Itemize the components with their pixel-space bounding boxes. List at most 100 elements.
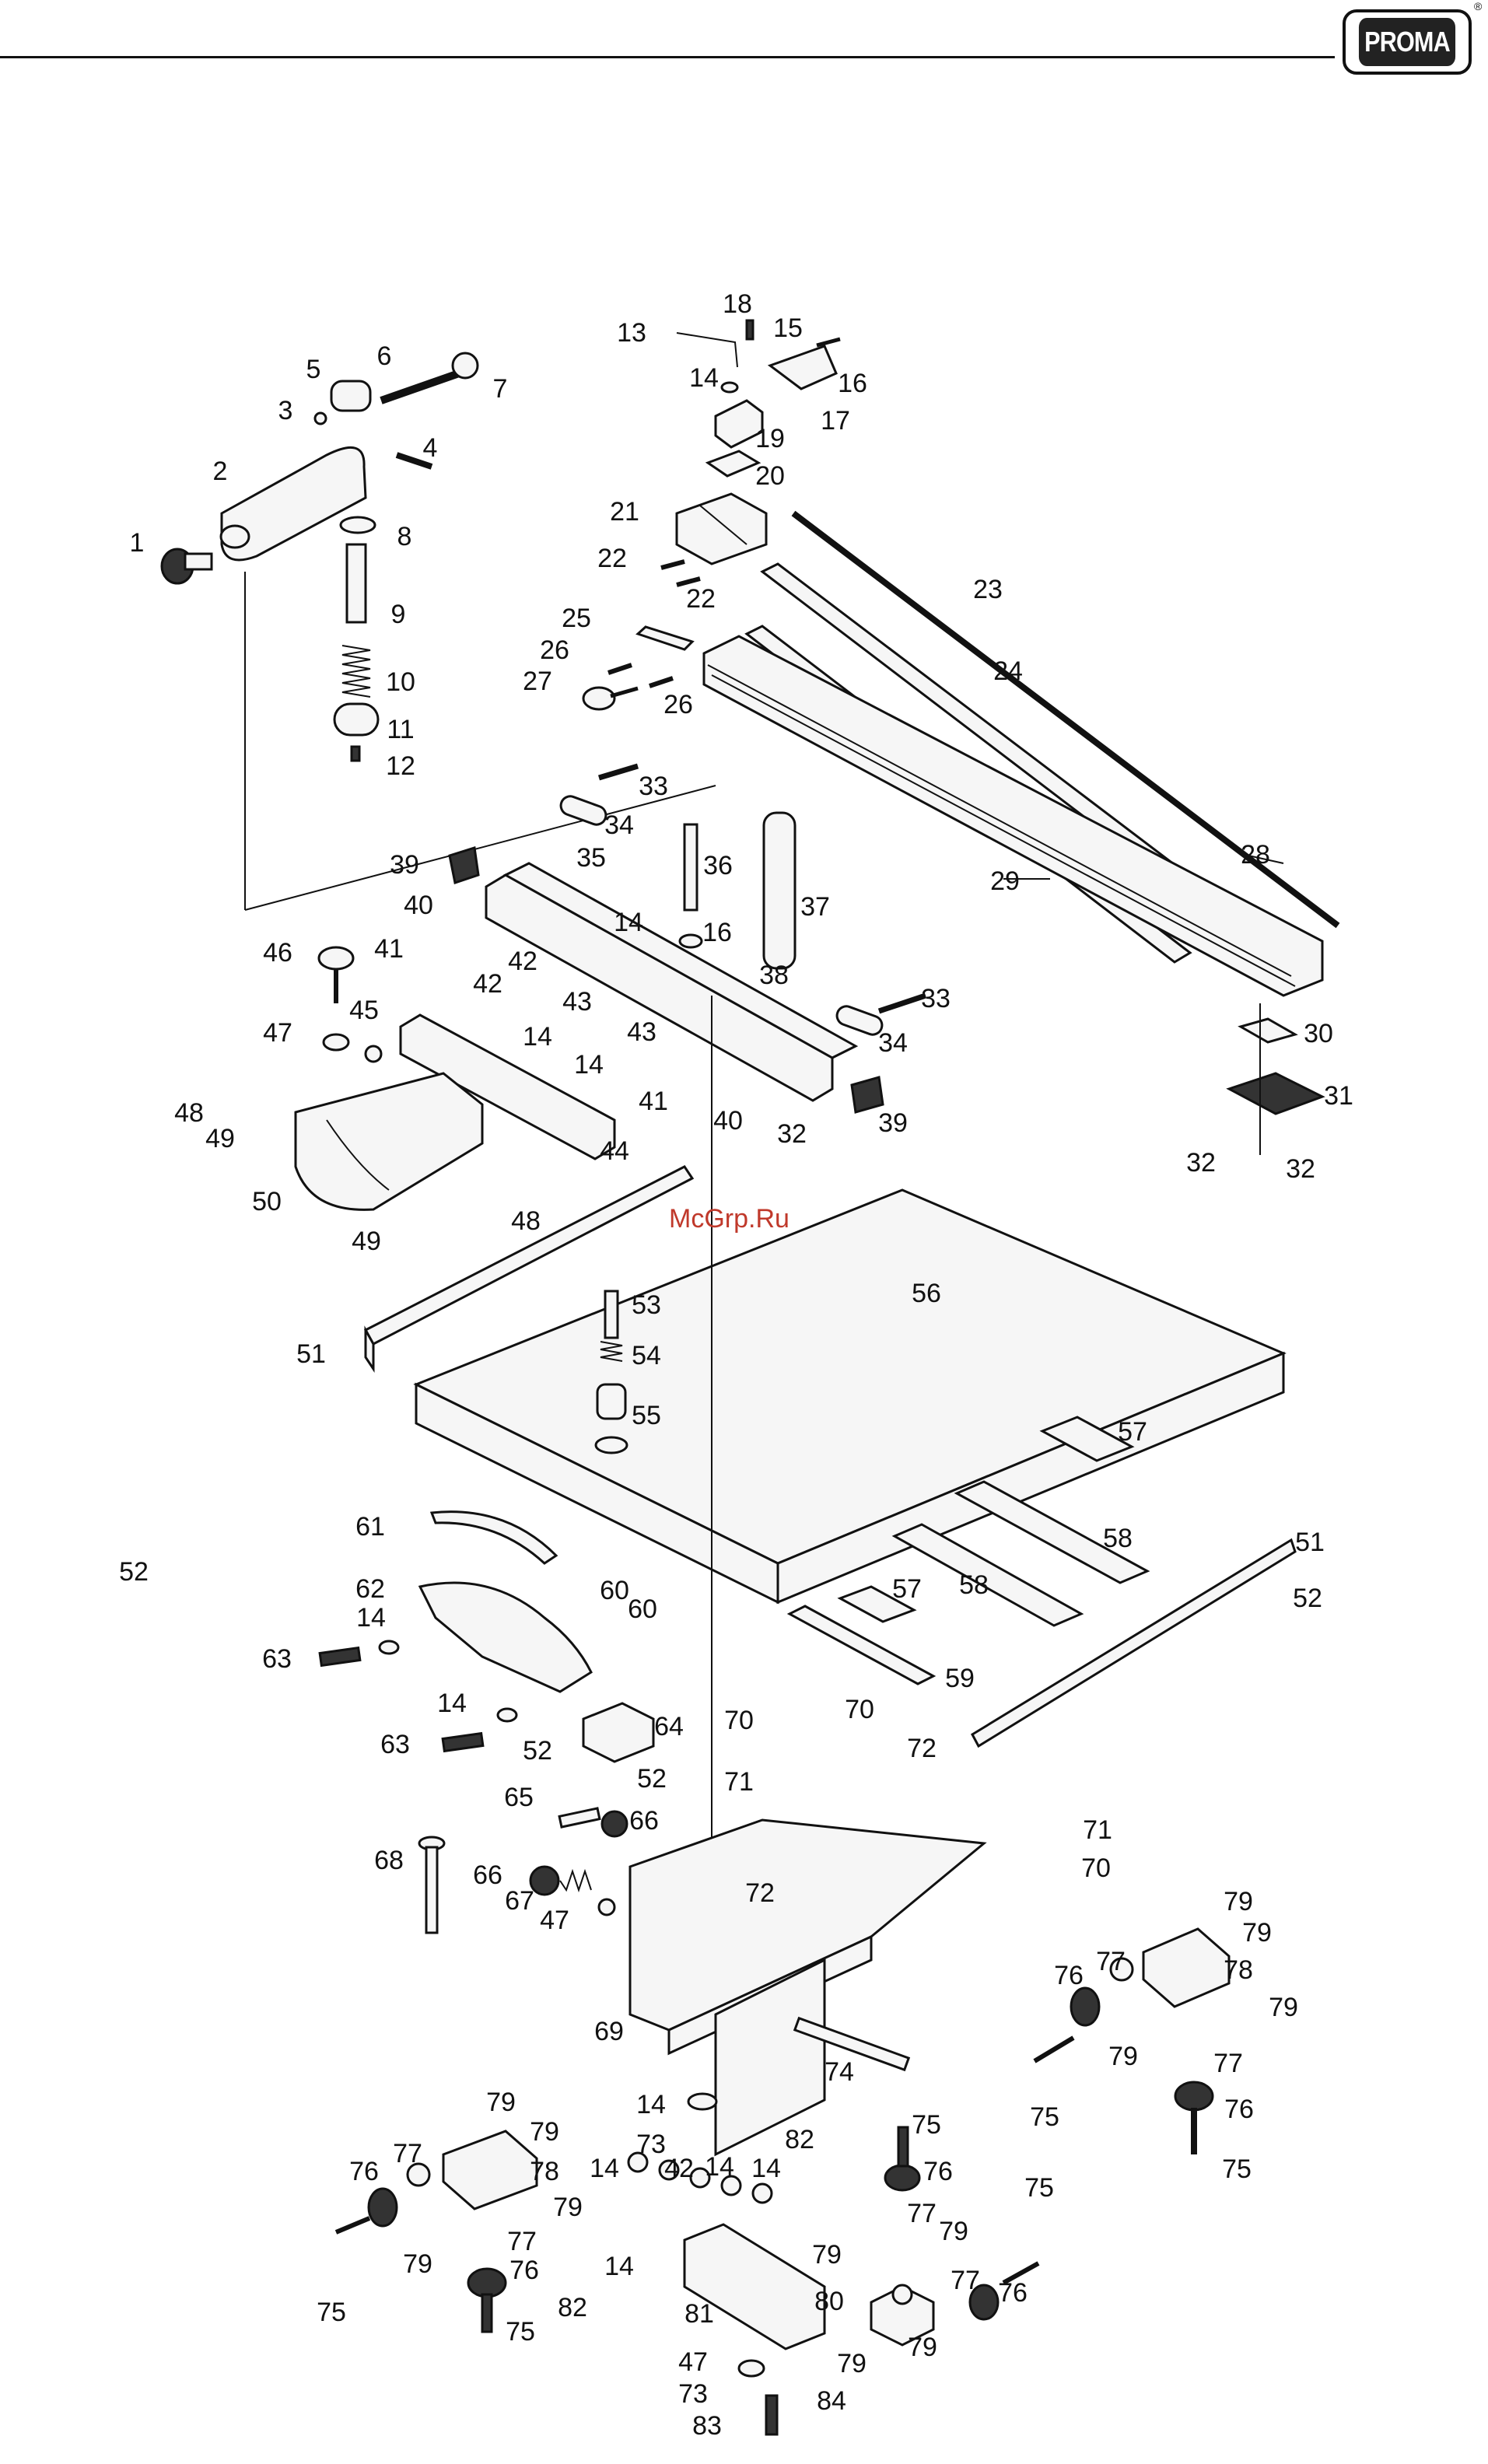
callout-24: 24	[993, 656, 1023, 686]
callout-76: 76	[923, 2157, 953, 2186]
callout-79: 79	[1242, 1918, 1272, 1948]
callout-76: 76	[998, 2278, 1028, 2308]
callout-66: 66	[629, 1806, 659, 1836]
callout-79: 79	[486, 2088, 516, 2117]
callout-58: 58	[959, 1570, 989, 1600]
callout-40: 40	[404, 891, 433, 920]
callout-39: 39	[878, 1108, 908, 1138]
callout-43: 43	[627, 1017, 656, 1047]
callout-70: 70	[1081, 1853, 1111, 1883]
clamp-bar-part-44	[399, 1013, 616, 1160]
callout-83: 83	[692, 2411, 722, 2441]
callout-71: 71	[1083, 1815, 1112, 1845]
foot-assembly-right	[1033, 1927, 1231, 2154]
callout-17: 17	[821, 406, 850, 436]
callout-44: 44	[600, 1136, 629, 1166]
callout-14: 14	[356, 1603, 386, 1633]
callout-77: 77	[951, 2266, 980, 2295]
callout-5: 5	[306, 355, 321, 384]
bracket-part-17	[767, 345, 838, 390]
callout-29: 29	[990, 866, 1020, 896]
square-cap-part-39	[448, 846, 480, 884]
callout-71: 71	[724, 1767, 754, 1797]
watermark-text: McGrp.Ru	[669, 1204, 790, 1234]
fence-clamp-head	[582, 319, 841, 711]
base-bracket-part-69	[628, 1818, 987, 2157]
callout-52: 52	[637, 1764, 667, 1794]
callout-52: 52	[1293, 1584, 1322, 1613]
callout-63: 63	[262, 1644, 292, 1674]
callout-79: 79	[403, 2249, 432, 2279]
callout-28: 28	[1241, 840, 1270, 870]
callout-37: 37	[800, 892, 830, 922]
callout-76: 76	[349, 2157, 379, 2186]
callout-76: 76	[1054, 1961, 1084, 1990]
callout-26: 26	[663, 690, 693, 719]
callout-77: 77	[907, 2199, 937, 2228]
shaft-part-9	[345, 543, 367, 624]
knob-part-46	[317, 946, 355, 1003]
callout-77: 77	[393, 2139, 422, 2168]
brand-logo-text: PROMA	[1358, 18, 1456, 66]
callout-61: 61	[355, 1512, 385, 1542]
callout-60: 60	[600, 1576, 629, 1605]
callout-52: 52	[119, 1557, 149, 1587]
callout-75: 75	[317, 2298, 346, 2327]
callout-62: 62	[355, 1574, 385, 1604]
callout-36: 36	[703, 851, 733, 880]
callout-53: 53	[632, 1290, 661, 1320]
callout-27: 27	[523, 667, 552, 696]
callout-74: 74	[825, 2057, 854, 2087]
foot-block-part-78-left	[442, 2130, 538, 2210]
callout-47: 47	[263, 1018, 292, 1048]
callout-73: 73	[636, 2130, 666, 2159]
callout-65: 65	[504, 1783, 534, 1812]
support-plate-part-58-b	[891, 1523, 1084, 1627]
callout-49: 49	[352, 1227, 381, 1256]
callout-69: 69	[594, 2017, 624, 2046]
callout-12: 12	[386, 751, 415, 781]
lever-block-part-5	[330, 380, 372, 412]
callout-46: 46	[263, 938, 292, 968]
callout-57: 57	[1118, 1417, 1147, 1447]
ball-knob-part-7	[451, 352, 479, 380]
foot-block-part-78-right	[1142, 1927, 1231, 2008]
callout-75: 75	[506, 2317, 535, 2347]
callout-79: 79	[1224, 1887, 1253, 1916]
callout-45: 45	[349, 996, 379, 1025]
miter-gauge-part-50	[294, 1072, 484, 1211]
bolt-part-36	[683, 823, 698, 912]
callout-79: 79	[530, 2117, 559, 2147]
callout-15: 15	[773, 313, 803, 343]
callout-31: 31	[1324, 1081, 1353, 1111]
callout-7: 7	[493, 374, 508, 404]
pin-part-74	[793, 2016, 911, 2072]
callout-79: 79	[837, 2349, 867, 2378]
support-plate-part-57-a	[1039, 1416, 1135, 1462]
callout-68: 68	[374, 1846, 404, 1875]
foot-part-11	[333, 702, 380, 737]
callout-70: 70	[724, 1706, 754, 1735]
callout-66: 66	[473, 1860, 502, 1890]
callout-14: 14	[604, 2252, 634, 2281]
callout-82: 82	[558, 2293, 587, 2322]
nut-part-66	[600, 1810, 628, 1838]
foot-assembly-bottom	[627, 2092, 1040, 2436]
callout-55: 55	[632, 1401, 661, 1430]
strip-part-59	[786, 1605, 937, 1685]
spring-pin-parts-53-55	[594, 1290, 628, 1454]
callout-67: 67	[505, 1886, 534, 1916]
callout-58: 58	[1103, 1524, 1133, 1553]
callout-3: 3	[278, 396, 293, 425]
callout-78: 78	[1224, 1955, 1253, 1985]
side-rail-part-51-right	[971, 1538, 1297, 1748]
callout-43: 43	[562, 987, 592, 1017]
callout-48: 48	[174, 1098, 204, 1128]
arc-guard-assembly	[318, 1510, 655, 1934]
callout-49: 49	[205, 1124, 235, 1153]
callout-75: 75	[1030, 2102, 1059, 2132]
callout-34: 34	[878, 1028, 908, 1058]
pad-part-31	[1226, 1072, 1325, 1115]
callout-76: 76	[1224, 2095, 1254, 2124]
